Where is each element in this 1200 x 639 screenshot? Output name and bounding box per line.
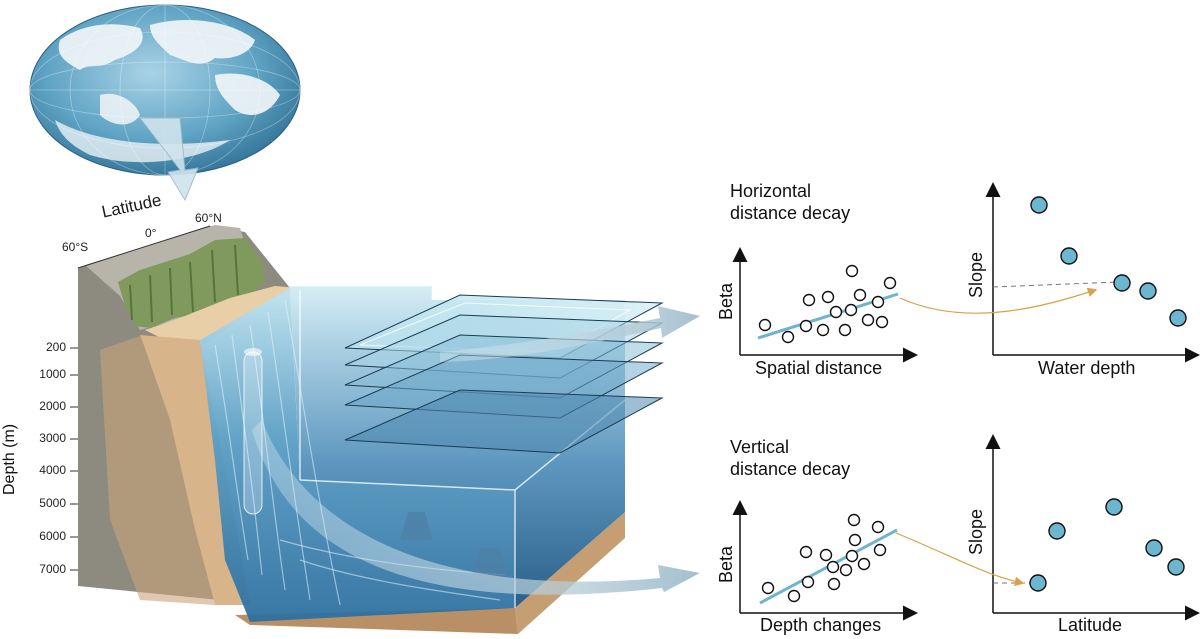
scatter-point <box>845 549 859 563</box>
connector-arrow-horizontal <box>899 287 1098 314</box>
scatter-point <box>853 288 867 302</box>
depth-tick-label: 6000 <box>39 529 66 543</box>
horizontal-beta-xlabel: Spatial distance <box>755 358 883 378</box>
scatter-point <box>847 513 861 527</box>
scatter-point <box>844 303 858 317</box>
scatter-point <box>819 548 833 562</box>
plot-horizontal-slope <box>985 182 1200 363</box>
scatter-point <box>838 323 852 337</box>
scatter-point <box>1029 574 1047 592</box>
vertical-beta-xlabel: Depth changes <box>760 615 882 635</box>
horizontal-title-line1: Horizontal <box>730 181 812 201</box>
depth-tick-label: 1000 <box>39 367 66 381</box>
depth-axis-label: Depth (m) <box>1 423 18 495</box>
plot-horizontal-beta <box>732 247 918 363</box>
scatter-point <box>1169 309 1187 327</box>
scatter-point <box>758 318 772 332</box>
scatter-point <box>802 293 816 307</box>
scatter-point <box>839 563 853 577</box>
scatter-point <box>826 560 840 574</box>
scatter-point <box>1060 247 1078 265</box>
depth-tick-label: 7000 <box>39 562 66 576</box>
scatter-point <box>1145 539 1163 557</box>
scatter-point <box>1167 558 1185 576</box>
scatter-point <box>1113 274 1131 292</box>
scatter-point <box>873 543 887 557</box>
depth-tick-label: 2000 <box>39 399 66 413</box>
depth-tick-label: 3000 <box>39 431 66 445</box>
scatter-point <box>871 520 885 534</box>
scatter-point <box>1139 282 1157 300</box>
depth-tick-label: 5000 <box>39 496 66 510</box>
latitude-tick-0: 0° <box>145 226 157 240</box>
vertical-slope-xlabel: Latitude <box>1058 615 1123 635</box>
vertical-title-line1: Vertical <box>730 437 790 457</box>
horizontal-slope-ylabel: Slope <box>966 251 986 298</box>
scatter-point <box>801 575 815 589</box>
scatter-point <box>1030 196 1048 214</box>
plot-vertical-beta <box>732 500 918 621</box>
horizontal-title-line2: distance decay <box>730 203 851 223</box>
scatter-point <box>845 264 859 278</box>
scatter-point <box>871 295 885 309</box>
scatter-point <box>829 305 843 319</box>
vertical-title-line2: distance decay <box>730 459 851 479</box>
scatter-point <box>883 276 897 290</box>
scatter-point <box>821 290 835 304</box>
latitude-tick-60s: 60°S <box>62 240 89 254</box>
latitude-ruler <box>77 225 211 269</box>
scatter-point <box>787 589 801 603</box>
horizontal-beta-ylabel: Beta <box>716 282 736 320</box>
scatter-point <box>875 315 889 329</box>
plot-vertical-slope <box>985 434 1200 621</box>
scatter-point <box>799 319 813 333</box>
scatter-point <box>799 545 813 559</box>
scatter-point <box>857 557 871 571</box>
depth-tick-label: 4000 <box>39 463 66 477</box>
vertical-beta-ylabel: Beta <box>716 545 736 583</box>
scatter-point <box>781 330 795 344</box>
connector-arrow-vertical <box>895 532 1025 587</box>
scatter-point <box>1048 522 1066 540</box>
horizontal-flow-arrow <box>440 306 700 362</box>
horizontal-slope-xlabel: Water depth <box>1038 358 1136 378</box>
scatter-point <box>816 323 830 337</box>
scatter-point <box>761 581 775 595</box>
scatter-point <box>1105 498 1123 516</box>
latitude-tick-60n: 60°N <box>195 211 222 225</box>
vertical-slope-ylabel: Slope <box>966 508 986 555</box>
vertical-flow-arrow <box>252 420 700 595</box>
scatter-point <box>827 577 841 591</box>
depth-ticks <box>70 347 78 571</box>
globe <box>29 4 301 176</box>
scatter-point <box>861 313 875 327</box>
scatter-point <box>848 533 862 547</box>
depth-tick-label: 200 <box>45 340 66 354</box>
globe-to-block-arrow <box>138 117 199 202</box>
